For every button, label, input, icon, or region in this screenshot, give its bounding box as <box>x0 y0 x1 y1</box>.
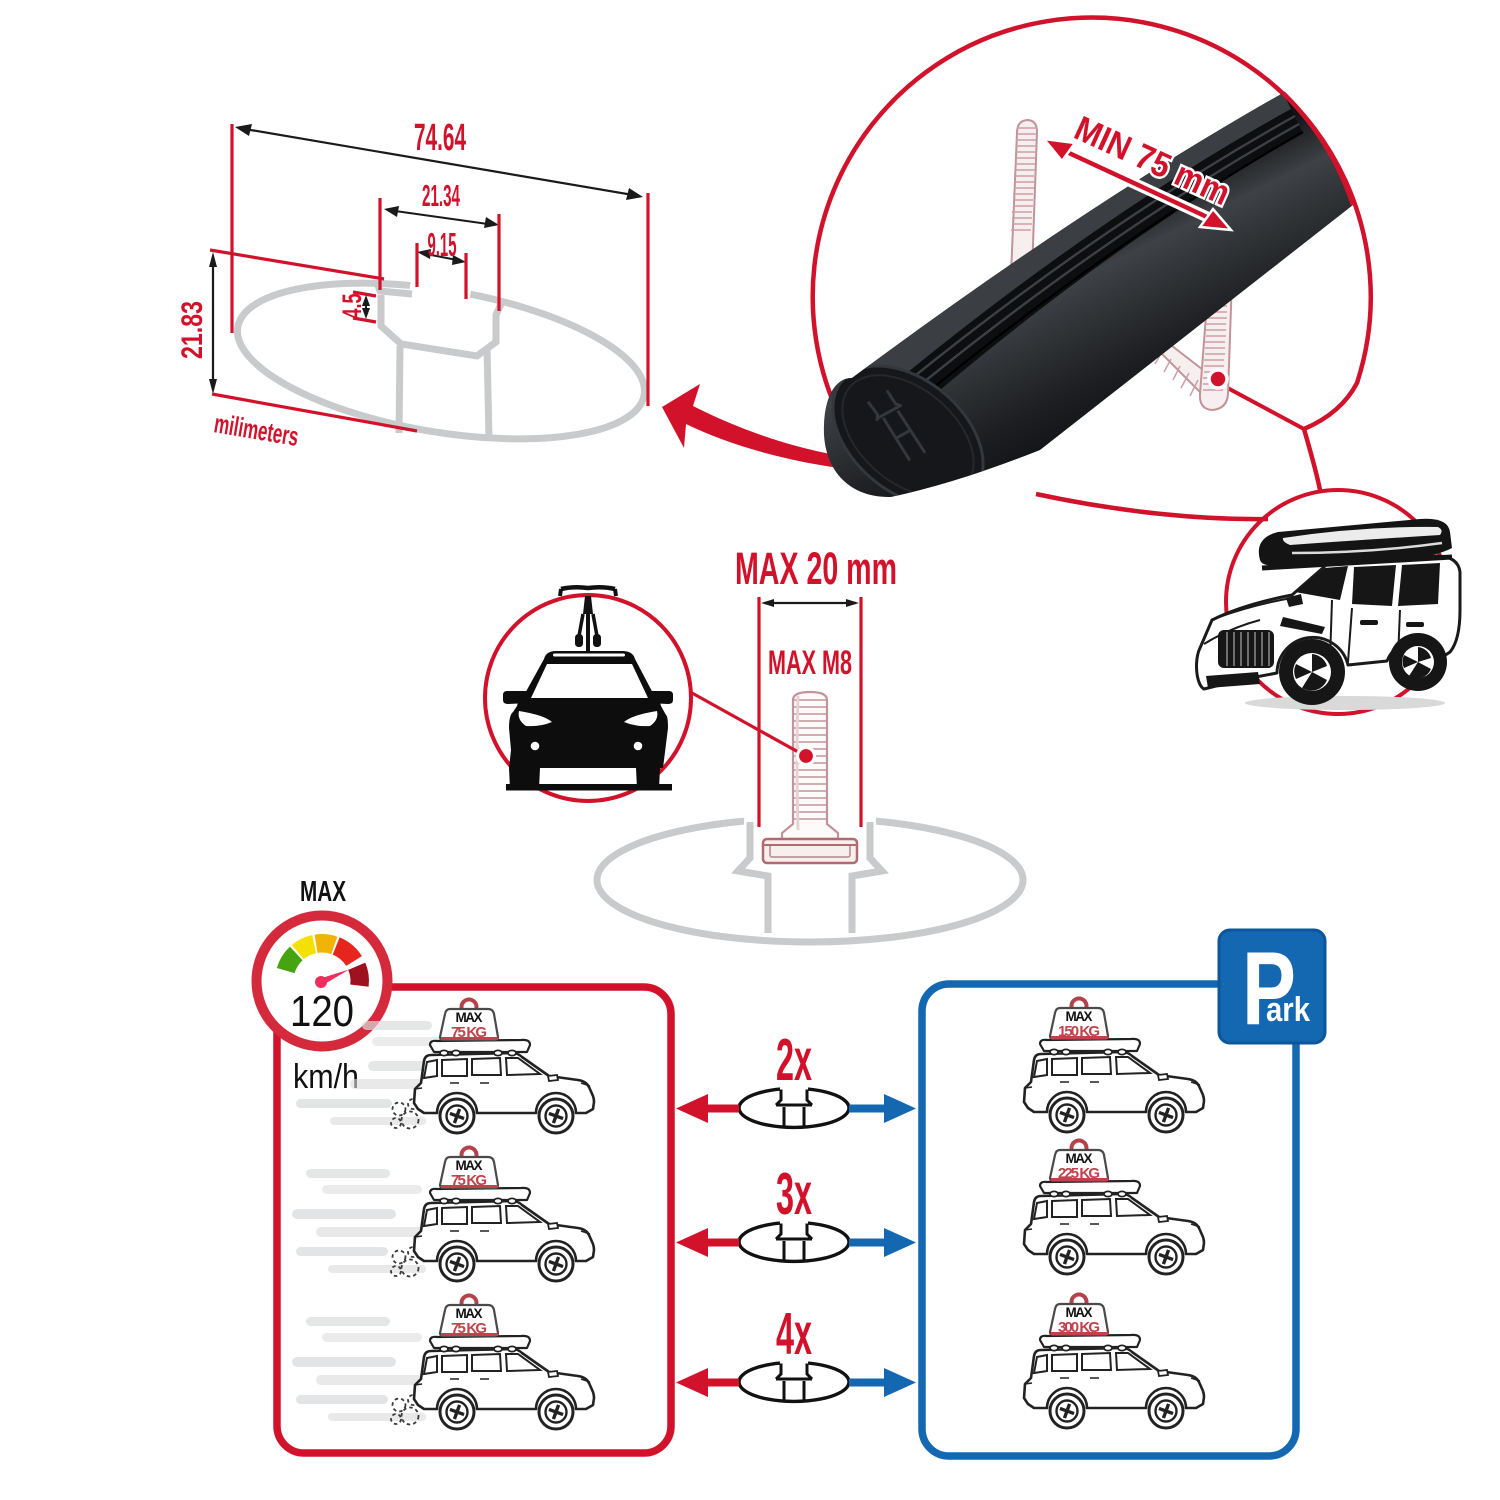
svg-text:MAX: MAX <box>1066 1305 1093 1320</box>
svg-text:120: 120 <box>290 987 354 1036</box>
svg-text:P: P <box>1242 931 1296 1047</box>
svg-text:MAX: MAX <box>300 876 346 908</box>
svg-text:21.83: 21.83 <box>176 301 209 359</box>
svg-text:21.34: 21.34 <box>422 178 460 213</box>
svg-text:4x: 4x <box>776 1301 812 1367</box>
svg-text:4.5: 4.5 <box>337 294 367 319</box>
svg-text:MAX: MAX <box>456 1010 483 1025</box>
svg-text:75 KG: 75 KG <box>451 1320 487 1337</box>
svg-text:75 KG: 75 KG <box>451 1024 487 1041</box>
svg-text:MAX M8: MAX M8 <box>768 644 852 682</box>
svg-text:MAX: MAX <box>456 1158 483 1173</box>
svg-text:74.64: 74.64 <box>414 117 466 159</box>
svg-text:3x: 3x <box>776 1161 812 1227</box>
svg-text:ark: ark <box>1266 991 1310 1029</box>
svg-text:2x: 2x <box>776 1027 812 1093</box>
svg-text:150 KG: 150 KG <box>1058 1023 1100 1040</box>
svg-text:MAX: MAX <box>456 1306 483 1321</box>
svg-text:300 KG: 300 KG <box>1058 1319 1100 1336</box>
svg-text:225 KG: 225 KG <box>1058 1165 1100 1182</box>
svg-text:MAX 20 mm: MAX 20 mm <box>735 543 897 594</box>
svg-text:9.15: 9.15 <box>428 226 457 263</box>
svg-text:MAX: MAX <box>1066 1009 1093 1024</box>
svg-text:MAX: MAX <box>1066 1151 1093 1166</box>
svg-text:75 KG: 75 KG <box>451 1172 487 1189</box>
svg-text:km/h: km/h <box>293 1058 359 1096</box>
